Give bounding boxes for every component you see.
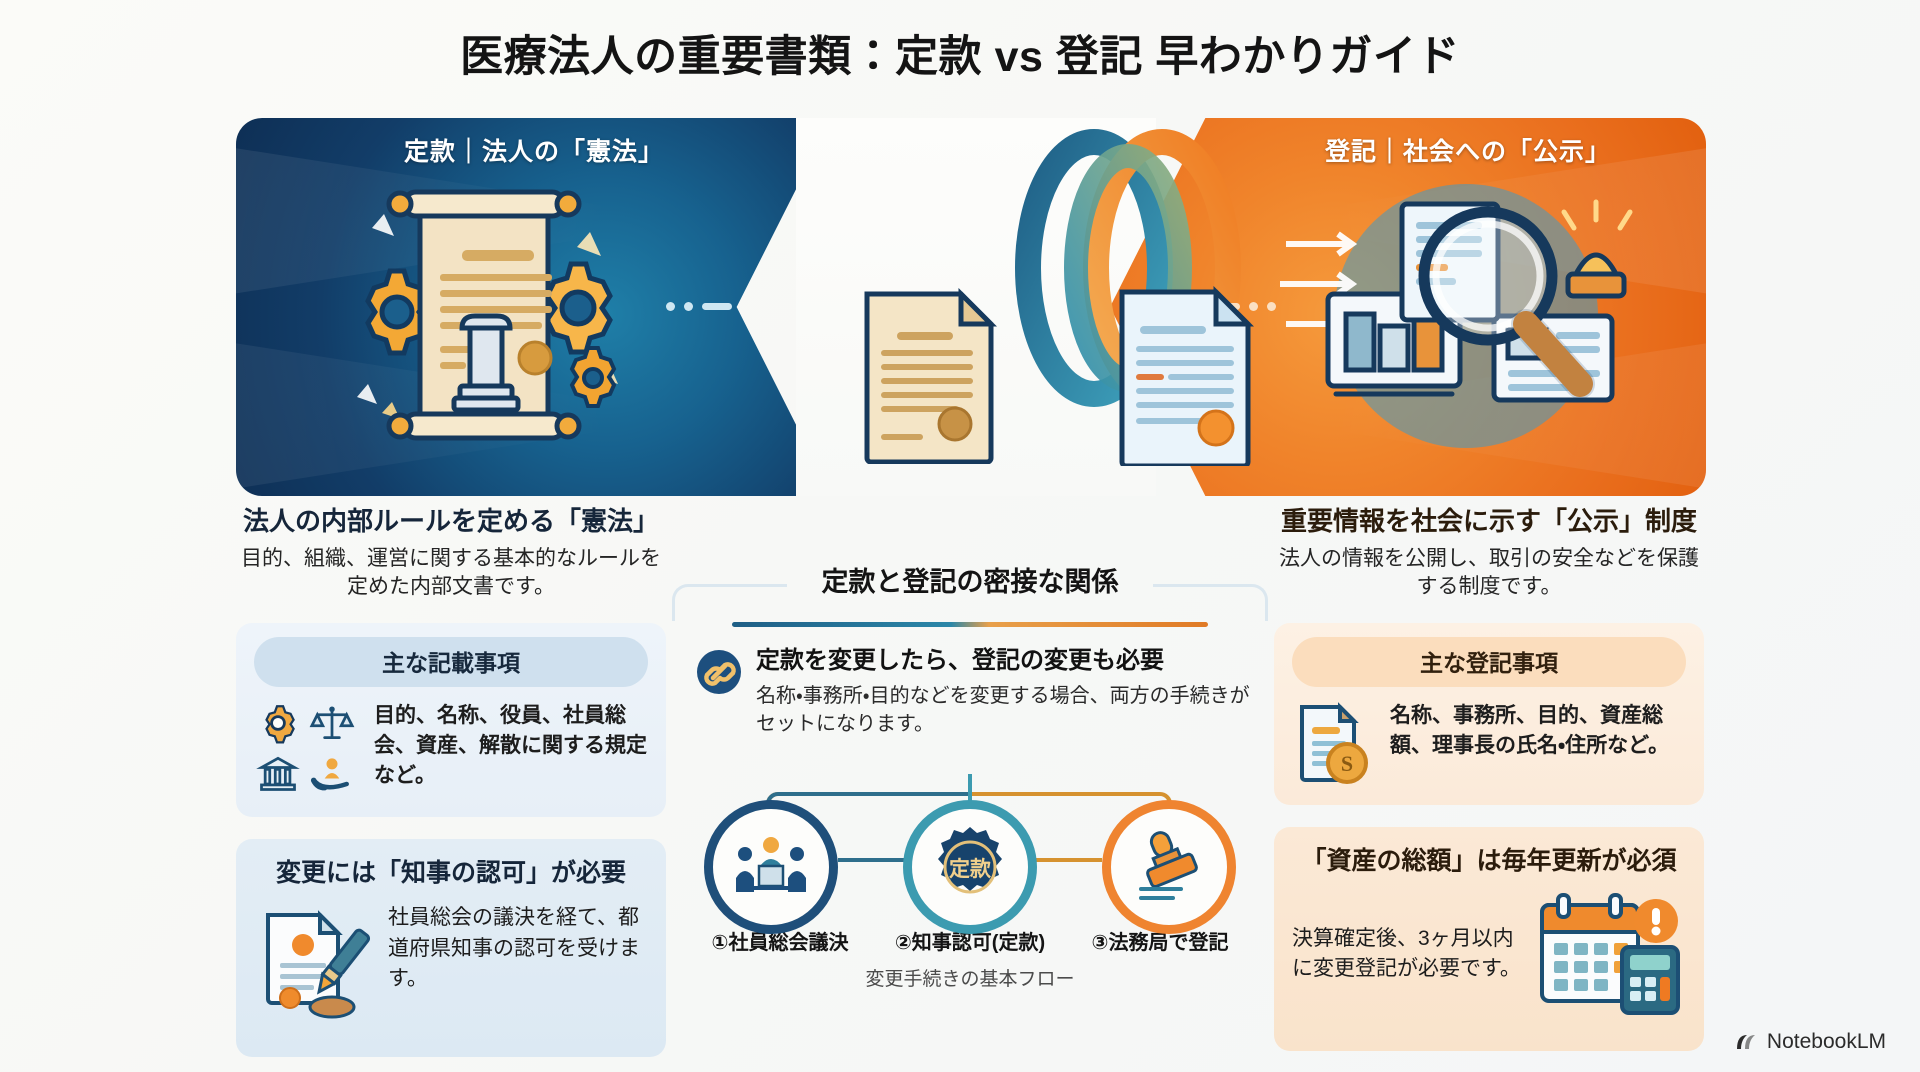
left-spec-card: 主な記載事項: [236, 623, 666, 818]
left-column-heading: 法人の内部ルールを定める「憲法」: [242, 506, 659, 536]
header-bracket-left: [672, 584, 787, 621]
touki-document-icon: [1119, 286, 1254, 466]
gear-icon: [254, 701, 306, 749]
flow-step-1-label: ①社員総会議決: [711, 931, 849, 954]
hero-right-banner-label: 登記｜社会への「公示」: [1324, 138, 1611, 166]
meeting-icon: [736, 836, 806, 892]
center-divider-rule: [732, 622, 1208, 627]
left-spec-text: 目的、名称、役員、社員総会、資産、解散に関する規定など。: [374, 704, 647, 787]
flow-step-3-label: ③法務局で登記: [1091, 931, 1229, 954]
document-pen-stamp-icon: [266, 910, 371, 1019]
column-teikan: 法人の内部ルールを定める「憲法」 目的、組織、運営に関する基本的なルールを定めた…: [236, 505, 666, 1058]
teikan-document-icon: [864, 288, 997, 464]
flow-step-1-circle: [704, 799, 838, 934]
calendar-calculator-alert-icon: [1540, 893, 1680, 1016]
center-flow: 定款 ①社: [690, 756, 1250, 990]
center-kicker-title: 定款を変更したら、登記の変更も必要: [756, 647, 1164, 674]
flow-step-2-circle: 定款: [903, 799, 1037, 934]
hand-person-icon: [308, 751, 360, 799]
center-kicker-sub: 名称・事務所・目的などを変更する場合、両方の手続きがセットになります。: [756, 684, 1250, 735]
left-column-subtext: 目的、組織、運営に関する基本的なルールを定めた内部文書です。: [241, 546, 661, 598]
watermark-label: NotebookLM: [1766, 1030, 1886, 1053]
hero-panel-teikan: 定款｜法人の「憲法」: [236, 118, 832, 496]
scroll-pillar-icon: [357, 189, 618, 441]
scales-icon: [308, 701, 360, 749]
seal-text: 定款: [949, 857, 991, 881]
flow-step-2-label: ②知事認可(定款): [894, 931, 1046, 954]
center-relationship-panel: 定款と登記の密接な関係 定款を変更したら、登記の変更も必要 名称・事務所・目的な…: [672, 560, 1268, 1030]
seal-icon: 定款: [938, 826, 1002, 894]
stamp-icon: [1139, 830, 1198, 900]
left-note-text: 社員総会の議決を経て、都道府県知事の認可を受けます。: [388, 906, 640, 991]
connector-dots-left: [666, 302, 732, 311]
left-note-card: 変更には「知事の認可」が必要 社員総会の議決を経て、都道府県知事の認可を受けます: [236, 839, 666, 1058]
document-coin-icon: S: [1300, 702, 1368, 785]
right-spec-text: 名称、事務所、目的、資産総額、理事長の氏名・住所など。: [1390, 704, 1670, 757]
hero-panel-touki: 登記｜社会への「公示」: [1110, 118, 1706, 496]
flow-step-labels: ①社員総会議決 ②知事認可(定款) ③法務局で登記: [690, 926, 1250, 955]
notebooklm-logo-icon: [1736, 1035, 1755, 1049]
bank-icon: [254, 751, 306, 799]
flow-caption: 変更手続きの基本フロー: [865, 968, 1075, 990]
right-note-heading: 「資産の総額」は毎年更新が必須: [1301, 847, 1677, 876]
right-spec-card: 主な登記事項 S 名称、事務所、目的、資産総額、理事長の氏名・住所など。: [1274, 623, 1704, 806]
right-note-card: 「資産の総額」は毎年更新が必須 決算確定後、3ヶ月以内に変更登記が必要です。: [1274, 827, 1704, 1052]
center-section-title: 定款と登記の密接な関係: [821, 567, 1119, 597]
header-bracket-right: [1153, 584, 1268, 621]
link-chain-icon: [697, 650, 741, 694]
right-note-text: 決算確定後、3ヶ月以内に変更登記が必要です。: [1292, 926, 1521, 981]
page-title: 医療法人の重要書類：定款 vs 登記 早わかりガイド: [460, 33, 1460, 81]
hero-left-banner-label: 定款｜法人の「憲法」: [403, 138, 664, 166]
magnifier-dashboard-icon: [1280, 184, 1633, 448]
column-touki: 重要情報を社会に示す「公示」制度 法人の情報を公開し、取引の安全などを保護する制…: [1274, 505, 1704, 1052]
left-spec-pill-label: 主な記載事項: [254, 637, 648, 688]
svg-text:S: S: [1341, 751, 1353, 776]
flow-step-3-circle: [1102, 799, 1236, 934]
left-spec-icon-grid: [254, 701, 360, 799]
watermark: NotebookLM: [1734, 1030, 1886, 1054]
hero-section: 定款｜法人の「憲法」: [236, 118, 1706, 496]
right-column-subtext: 法人の情報を公開し、取引の安全などを保護する制度です。: [1279, 546, 1699, 598]
left-note-heading: 変更には「知事の認可」が必要: [275, 859, 626, 888]
right-spec-pill-label: 主な登記事項: [1292, 637, 1686, 688]
center-kicker: 定款を変更したら、登記の変更も必要 名称・事務所・目的などを変更する場合、両方の…: [690, 647, 1250, 738]
right-column-heading: 重要情報を社会に示す「公示」制度: [1280, 506, 1697, 536]
